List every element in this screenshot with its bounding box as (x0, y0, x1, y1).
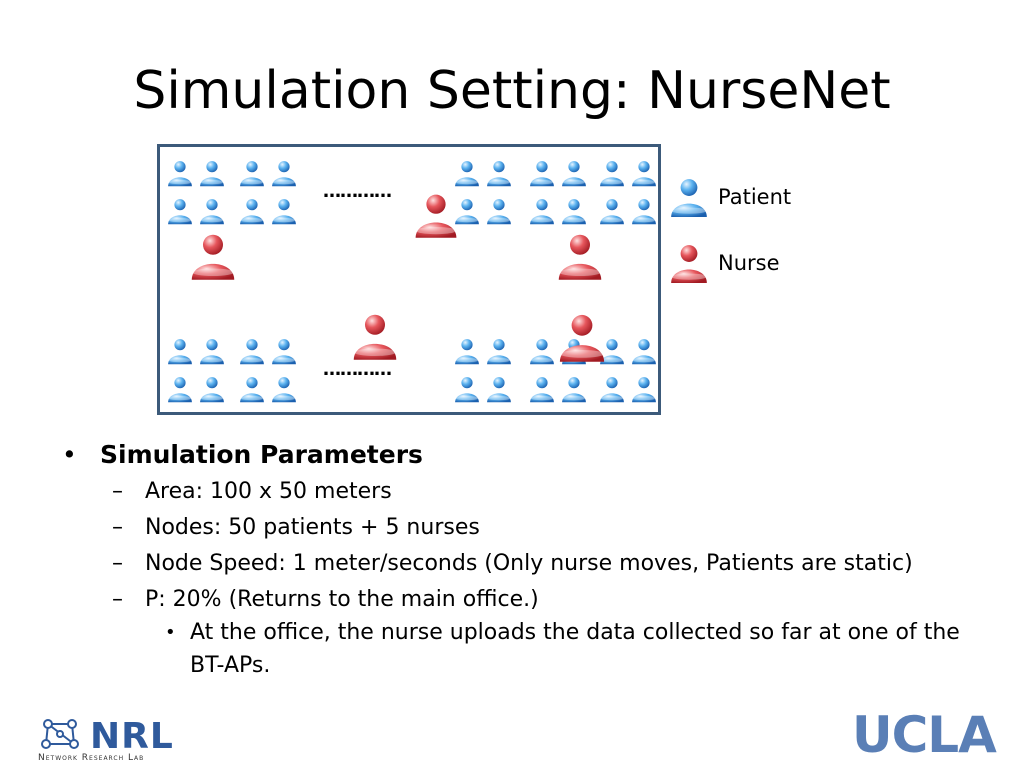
parameter-item: – Nodes: 50 patients + 5 nurses (62, 515, 982, 540)
patient-icon (238, 197, 266, 225)
patient-icon (528, 337, 556, 365)
patient-icon (238, 337, 266, 365)
patient-icon (198, 197, 226, 225)
patient-icon (166, 197, 194, 225)
patient-icon (485, 337, 513, 365)
patient-icon (560, 197, 588, 225)
patient-icon (238, 159, 266, 187)
nrl-subtitle: Network Research Lab (38, 753, 145, 763)
dash-mark: – (112, 479, 123, 504)
bullet-mark: • (62, 440, 77, 469)
nrl-logo: NRL Network Research Lab (38, 716, 198, 766)
nursenet-diagram: ………… ………… (157, 144, 661, 415)
patient-icon (166, 337, 194, 365)
patient-icon (560, 159, 588, 187)
patient-icon (528, 375, 556, 403)
parameter-item: – Area: 100 x 50 meters (62, 479, 982, 504)
patient-icon (668, 176, 710, 218)
patient-icon (198, 375, 226, 403)
network-icon (41, 719, 79, 749)
bullet-heading: • Simulation Parameters (62, 440, 982, 469)
nurse-icon (188, 231, 238, 281)
patient-icon (630, 337, 658, 365)
patient-icon (166, 159, 194, 187)
patient-icon (198, 337, 226, 365)
legend-patient-label: Patient (718, 185, 792, 209)
parameter-speed: Node Speed: 1 meter/seconds (Only nurse … (145, 551, 913, 576)
ellipsis-bottom: ………… (323, 359, 392, 380)
patient-icon (598, 159, 626, 187)
ucla-logo: UCLA (852, 706, 997, 764)
sub-item: • At the office, the nurse uploads the d… (62, 616, 982, 682)
bullet-heading-text: Simulation Parameters (100, 440, 423, 469)
nurse-icon (412, 191, 460, 239)
patient-icon (598, 197, 626, 225)
patient-icon (485, 197, 513, 225)
patient-icon (166, 375, 194, 403)
patient-icon (485, 159, 513, 187)
ellipsis-top: ………… (323, 181, 392, 202)
parameter-nodes: Nodes: 50 patients + 5 nurses (145, 515, 480, 540)
parameter-item: – Node Speed: 1 meter/seconds (Only nurs… (62, 551, 982, 576)
nurse-icon (668, 240, 710, 286)
legend-patient: Patient (668, 176, 791, 218)
patient-icon (453, 337, 481, 365)
patient-icon (453, 159, 481, 187)
slide-title: Simulation Setting: NurseNet (133, 60, 891, 121)
legend-nurse-label: Nurse (718, 251, 780, 275)
nrl-text: NRL (90, 716, 174, 757)
patient-icon (198, 159, 226, 187)
patient-icon (485, 375, 513, 403)
patient-icon (630, 197, 658, 225)
patient-icon (528, 159, 556, 187)
sub-item-office: At the office, the nurse uploads the dat… (190, 620, 960, 678)
patient-icon (598, 375, 626, 403)
dash-mark: – (112, 551, 123, 576)
sub-bullet-mark: • (165, 622, 176, 643)
patient-icon (270, 159, 298, 187)
patient-icon (270, 337, 298, 365)
nurse-icon (555, 231, 605, 281)
patient-icon (560, 375, 588, 403)
patient-icon (528, 197, 556, 225)
patient-icon (453, 375, 481, 403)
patient-icon (270, 375, 298, 403)
patient-icon (630, 159, 658, 187)
parameter-item: – P: 20% (Returns to the main office.) (62, 587, 982, 612)
patient-icon (270, 197, 298, 225)
parameter-area: Area: 100 x 50 meters (145, 479, 392, 504)
dash-mark: – (112, 515, 123, 540)
nurse-icon (350, 311, 400, 361)
dash-mark: – (112, 587, 123, 612)
simulation-parameters: • Simulation Parameters – Area: 100 x 50… (62, 440, 982, 682)
nurse-icon (556, 311, 608, 363)
legend-nurse: Nurse (668, 240, 780, 286)
patient-icon (238, 375, 266, 403)
patient-icon (630, 375, 658, 403)
parameter-p: P: 20% (Returns to the main office.) (145, 587, 539, 612)
